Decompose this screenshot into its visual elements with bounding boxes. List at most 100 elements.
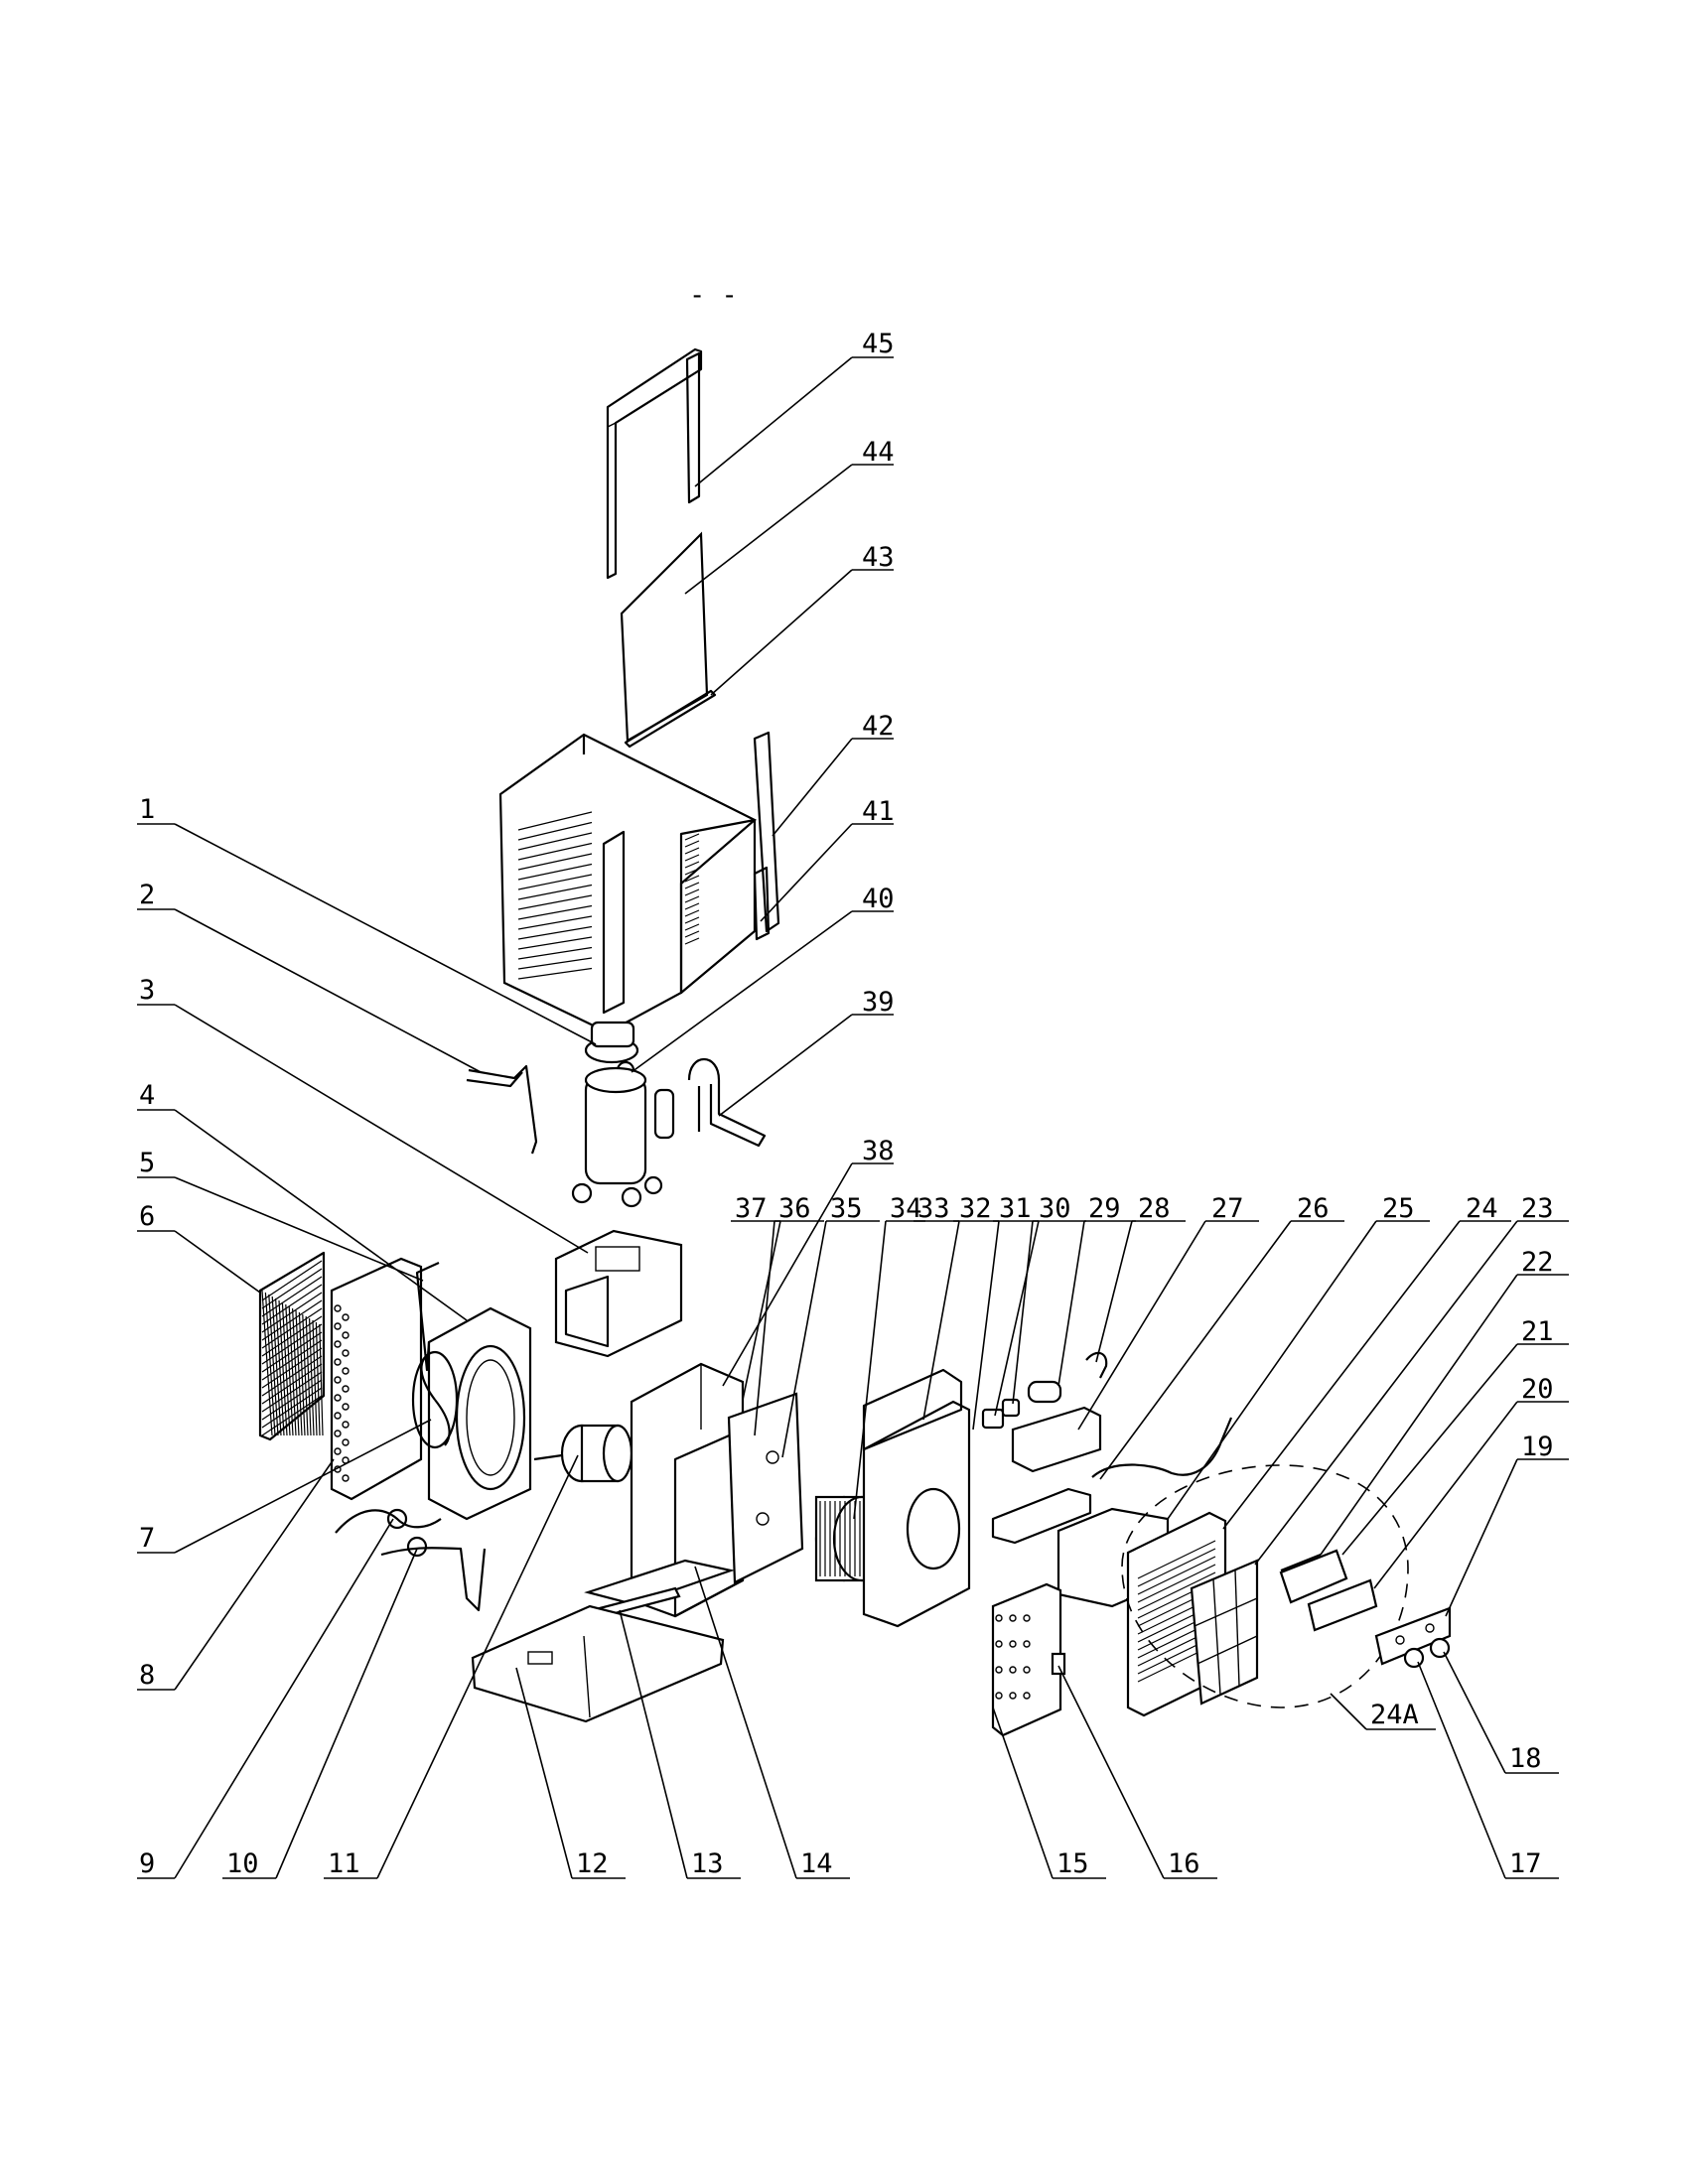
callout-41: 41 <box>760 796 895 922</box>
part-34-scroll-housing <box>862 1368 971 1628</box>
callout-label: 39 <box>862 987 895 1018</box>
callout-leader <box>1077 1220 1206 1431</box>
callout-25: 25 <box>1167 1193 1430 1520</box>
callout-21: 21 <box>1341 1316 1569 1556</box>
callout-label: 4 <box>139 1080 155 1111</box>
part-cabinet <box>498 733 757 1034</box>
callout-leader <box>694 356 853 487</box>
top-mark: - - <box>689 280 738 311</box>
part-20-panel-frame <box>1307 1578 1378 1632</box>
callout-label: 31 <box>999 1193 1032 1224</box>
callout-leader <box>760 823 853 922</box>
callout-35: 35 <box>781 1193 880 1458</box>
callout-label: 10 <box>226 1848 259 1879</box>
callout-15: 15 <box>992 1706 1106 1879</box>
callout-20: 20 <box>1373 1374 1569 1589</box>
callout-4: 4 <box>137 1080 468 1321</box>
part-21-switch-set <box>1279 1549 1348 1604</box>
part-28-control-box <box>991 1406 1102 1545</box>
callout-leader <box>972 1220 1000 1431</box>
part-18-knob <box>1429 1637 1451 1659</box>
callout-label: 29 <box>1088 1193 1121 1224</box>
part-23-air-filter <box>1190 1559 1259 1706</box>
callout-7: 7 <box>137 1419 432 1554</box>
callout-label: 11 <box>328 1848 360 1879</box>
callout-leader <box>1445 1458 1518 1617</box>
part-27-power-cord <box>1091 1417 1233 1478</box>
callout-24a: 24A <box>1330 1693 1436 1730</box>
part-3-control-bracket <box>554 1229 683 1358</box>
part-39-discharge-pipe <box>687 1057 767 1148</box>
part-11-fan-motor <box>533 1424 648 1483</box>
callout-label: 2 <box>139 880 155 910</box>
callout-label: 45 <box>862 329 895 359</box>
callout-3: 3 <box>137 975 589 1254</box>
part-10-wiring-harness <box>380 1536 487 1612</box>
callout-leader <box>710 569 853 696</box>
callout-24: 24 <box>1222 1193 1511 1530</box>
callout-leader <box>1012 1220 1034 1405</box>
part-44-window-panel <box>620 531 709 743</box>
part-14-drain-pan <box>584 1559 736 1606</box>
callout-label: 44 <box>862 437 895 468</box>
callout-label: 26 <box>1297 1193 1330 1224</box>
callout-leader <box>515 1667 573 1879</box>
callout-label: 19 <box>1521 1432 1554 1462</box>
callout-10: 10 <box>222 1548 418 1879</box>
callout-leader <box>1095 1220 1133 1363</box>
callout-label: 22 <box>1521 1247 1554 1278</box>
callout-label: 25 <box>1382 1193 1415 1224</box>
part-15-evaporator <box>991 1582 1062 1737</box>
callout-8: 8 <box>137 1458 335 1691</box>
callout-leader <box>174 1109 468 1321</box>
callout-31: 31 <box>993 1193 1040 1417</box>
callout-label: 3 <box>139 975 155 1006</box>
part-4-fan-shroud <box>415 1261 532 1521</box>
callout-label: 18 <box>1509 1743 1542 1774</box>
callout-45: 45 <box>694 329 895 487</box>
callout-label: 1 <box>139 794 155 825</box>
callout-leader <box>376 1454 579 1879</box>
callout-leader <box>174 1419 432 1554</box>
callout-leader <box>722 1162 853 1387</box>
callout-leader <box>275 1548 418 1879</box>
part-33-switch <box>981 1408 1005 1430</box>
callout-33: 33 <box>914 1193 960 1421</box>
callout-40: 40 <box>631 884 895 1073</box>
part-43-panel-rail <box>624 689 717 749</box>
callout-leader <box>994 1220 1040 1417</box>
callout-label: 32 <box>959 1193 992 1224</box>
callout-16: 16 <box>1057 1665 1217 1879</box>
part-6-rear-grille <box>258 1251 326 1441</box>
callout-label: 20 <box>1521 1374 1554 1405</box>
callout-label: 28 <box>1138 1193 1171 1224</box>
part-29-capacitor-clip <box>1085 1351 1108 1379</box>
part-1-terminal-cover <box>584 1021 639 1064</box>
callout-label: 14 <box>800 1848 833 1879</box>
callout-leader <box>1443 1651 1506 1774</box>
callout-leader <box>174 1458 335 1691</box>
callout-44: 44 <box>684 437 895 595</box>
part-9-capillary-tube <box>335 1508 442 1534</box>
part-17-knob <box>1403 1647 1425 1669</box>
callout-14: 14 <box>694 1566 850 1879</box>
callout-17: 17 <box>1417 1661 1559 1879</box>
callout-42: 42 <box>772 711 895 837</box>
callout-label: 36 <box>778 1193 811 1224</box>
callout-43: 43 <box>710 542 895 696</box>
callout-2: 2 <box>137 880 482 1073</box>
callout-label: 16 <box>1168 1848 1200 1879</box>
part-19-control-label <box>1374 1606 1452 1666</box>
callout-12: 12 <box>515 1667 626 1879</box>
callout-leader <box>922 1220 960 1421</box>
callout-leader <box>631 910 853 1073</box>
callout-leader <box>718 1014 853 1117</box>
callout-label: 8 <box>139 1660 155 1691</box>
callout-leader <box>992 1706 1054 1879</box>
callout-leader <box>174 908 482 1073</box>
callout-label: 13 <box>691 1848 724 1879</box>
part-37-partition-plate <box>727 1392 804 1584</box>
callout-leader <box>1057 1665 1165 1879</box>
callout-label: 9 <box>139 1848 155 1879</box>
